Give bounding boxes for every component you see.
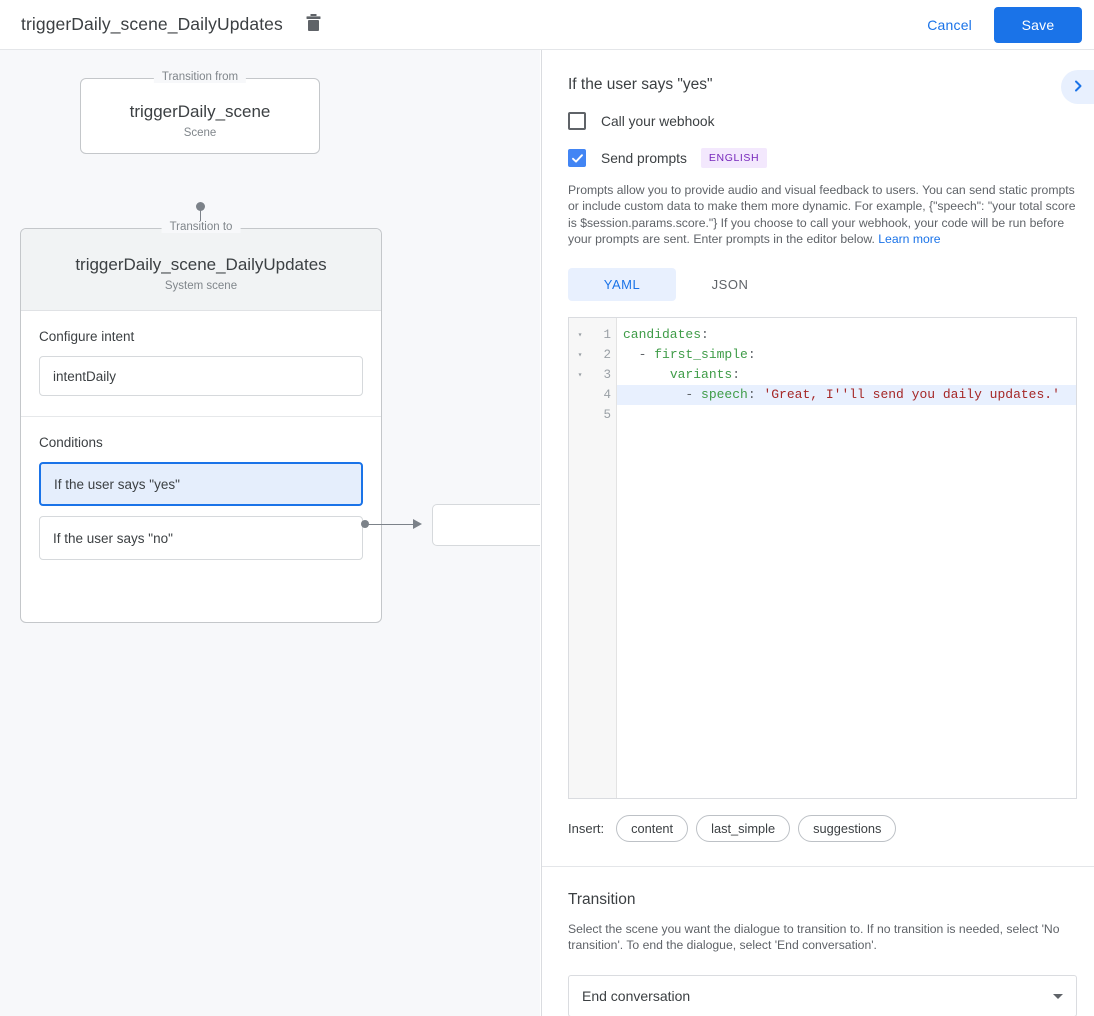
conditions-section: Conditions If the user says "yes" If the…: [21, 416, 381, 590]
webhook-row[interactable]: Call your webhook: [542, 112, 1094, 130]
transition-section: Transition Select the scene you want the…: [542, 867, 1094, 1016]
line-number: 5: [603, 407, 611, 422]
send-prompts-label: Send prompts: [601, 150, 687, 166]
transition-title: Transition: [568, 890, 636, 908]
editor-gutter-line[interactable]: 4: [569, 385, 616, 405]
editor-code-line[interactable]: - first_simple:: [617, 345, 1076, 365]
transition-from-body: triggerDaily_scene Scene: [81, 79, 319, 139]
delete-button[interactable]: [301, 12, 327, 38]
insert-label: Insert:: [568, 820, 605, 836]
send-prompts-checkbox[interactable]: [568, 149, 586, 167]
intent-field[interactable]: intentDaily: [39, 356, 363, 396]
code-token: speech: [701, 386, 748, 402]
prompts-description-text: Prompts allow you to provide audio and v…: [568, 183, 1076, 247]
chevron-right-icon: [1071, 79, 1085, 96]
section-divider: [542, 865, 1094, 867]
format-tabs: YAML JSON: [568, 267, 1094, 301]
condition-item-no[interactable]: If the user says "no": [39, 516, 363, 560]
code-token: :: [747, 346, 756, 362]
configure-intent-section: Configure intent intentDaily: [21, 311, 381, 416]
language-badge: ENGLISH: [700, 148, 768, 168]
line-number: 3: [603, 367, 611, 382]
tab-json[interactable]: JSON: [676, 268, 784, 301]
transition-to-header: triggerDaily_scene_DailyUpdates System s…: [21, 229, 381, 311]
code-token: -: [623, 386, 702, 402]
learn-more-link[interactable]: Learn more: [878, 232, 941, 247]
editor-code-area[interactable]: candidates: - first_simple: variants: - …: [617, 318, 1076, 798]
insert-chip-content[interactable]: content: [616, 814, 689, 842]
line-number: 1: [603, 327, 611, 342]
transition-description: Select the scene you want the dialogue t…: [568, 921, 1060, 953]
transition-from-subtitle: Scene: [183, 127, 217, 139]
insert-chip-suggestions[interactable]: suggestions: [798, 814, 897, 842]
condition-item-yes[interactable]: If the user says "yes": [39, 462, 363, 506]
trash-icon: [306, 14, 321, 35]
condition-out-dot: [361, 520, 369, 528]
code-token: candidates: [623, 326, 702, 342]
send-prompts-row[interactable]: Send prompts ENGLISH: [542, 148, 1094, 168]
chevron-down-icon: [1053, 993, 1063, 999]
cancel-button[interactable]: Cancel: [913, 9, 986, 41]
condition-out-arrow-icon: [413, 519, 422, 529]
editor-gutter-line[interactable]: 5: [569, 405, 616, 425]
editor-gutter-line[interactable]: ▾1: [569, 325, 616, 345]
panel-header: If the user says "yes": [542, 50, 1094, 104]
editor-code-line[interactable]: variants:: [617, 365, 1076, 385]
transition-to-node[interactable]: Transition to triggerDaily_scene_DailyUp…: [20, 221, 382, 623]
save-button[interactable]: Save: [994, 6, 1082, 43]
webhook-checkbox[interactable]: [568, 112, 586, 130]
code-token: :: [732, 366, 741, 382]
next-node[interactable]: [432, 504, 540, 546]
code-token: -: [623, 346, 655, 362]
detail-panel: If the user says "yes" Call your webhook: [541, 50, 1094, 1016]
code-token: variants: [669, 366, 733, 382]
fold-triangle-icon[interactable]: ▾: [577, 330, 583, 340]
panel-title: If the user says "yes": [568, 76, 713, 93]
insert-chip-last-simple[interactable]: last_simple: [696, 814, 791, 842]
transition-from-node[interactable]: Transition from triggerDaily_scene Scene: [80, 71, 320, 154]
editor-gutter-line[interactable]: ▾3: [569, 365, 616, 385]
insert-row: Insert: content last_simple suggestions: [568, 814, 1094, 842]
collapse-panel-button[interactable]: [1061, 70, 1094, 104]
fold-triangle-icon[interactable]: ▾: [577, 350, 583, 360]
tab-yaml[interactable]: YAML: [568, 267, 676, 301]
editor-code-line[interactable]: - speech: 'Great, I''ll send you daily u…: [617, 384, 1076, 405]
editor-code-line[interactable]: [617, 405, 1076, 425]
webhook-label: Call your webhook: [601, 113, 715, 129]
line-number: 4: [603, 387, 611, 402]
code-token: :: [701, 326, 709, 342]
conditions-label: Conditions: [39, 435, 103, 450]
editor-gutter-line[interactable]: ▾2: [569, 345, 616, 365]
flow-canvas[interactable]: Transition from triggerDaily_scene Scene…: [0, 50, 540, 1016]
transition-to-subtitle: System scene: [164, 280, 238, 292]
condition-out-line: [368, 523, 414, 525]
transition-select-value: End conversation: [582, 988, 691, 1005]
top-bar: triggerDaily_scene_DailyUpdates Cancel S…: [0, 0, 1094, 50]
transition-to-title: triggerDaily_scene_DailyUpdates: [75, 255, 327, 274]
code-token: first_simple: [654, 346, 748, 362]
transition-to-legend: Transition to: [161, 221, 241, 233]
configure-intent-label: Configure intent: [39, 329, 135, 344]
transition-select[interactable]: End conversation: [568, 975, 1077, 1016]
code-token: :: [747, 386, 764, 402]
editor-code-line[interactable]: candidates:: [617, 325, 1076, 345]
page-title: triggerDaily_scene_DailyUpdates: [21, 14, 283, 34]
prompts-description: Prompts allow you to provide audio and v…: [568, 182, 1077, 248]
check-icon: [571, 153, 583, 163]
code-token: [623, 367, 670, 382]
transition-from-legend: Transition from: [153, 71, 247, 83]
code-token: 'Great, I''ll send you daily updates.': [763, 386, 1060, 402]
fold-triangle-icon[interactable]: ▾: [577, 370, 583, 380]
line-number: 2: [603, 347, 611, 362]
transition-from-title: triggerDaily_scene: [129, 102, 271, 121]
